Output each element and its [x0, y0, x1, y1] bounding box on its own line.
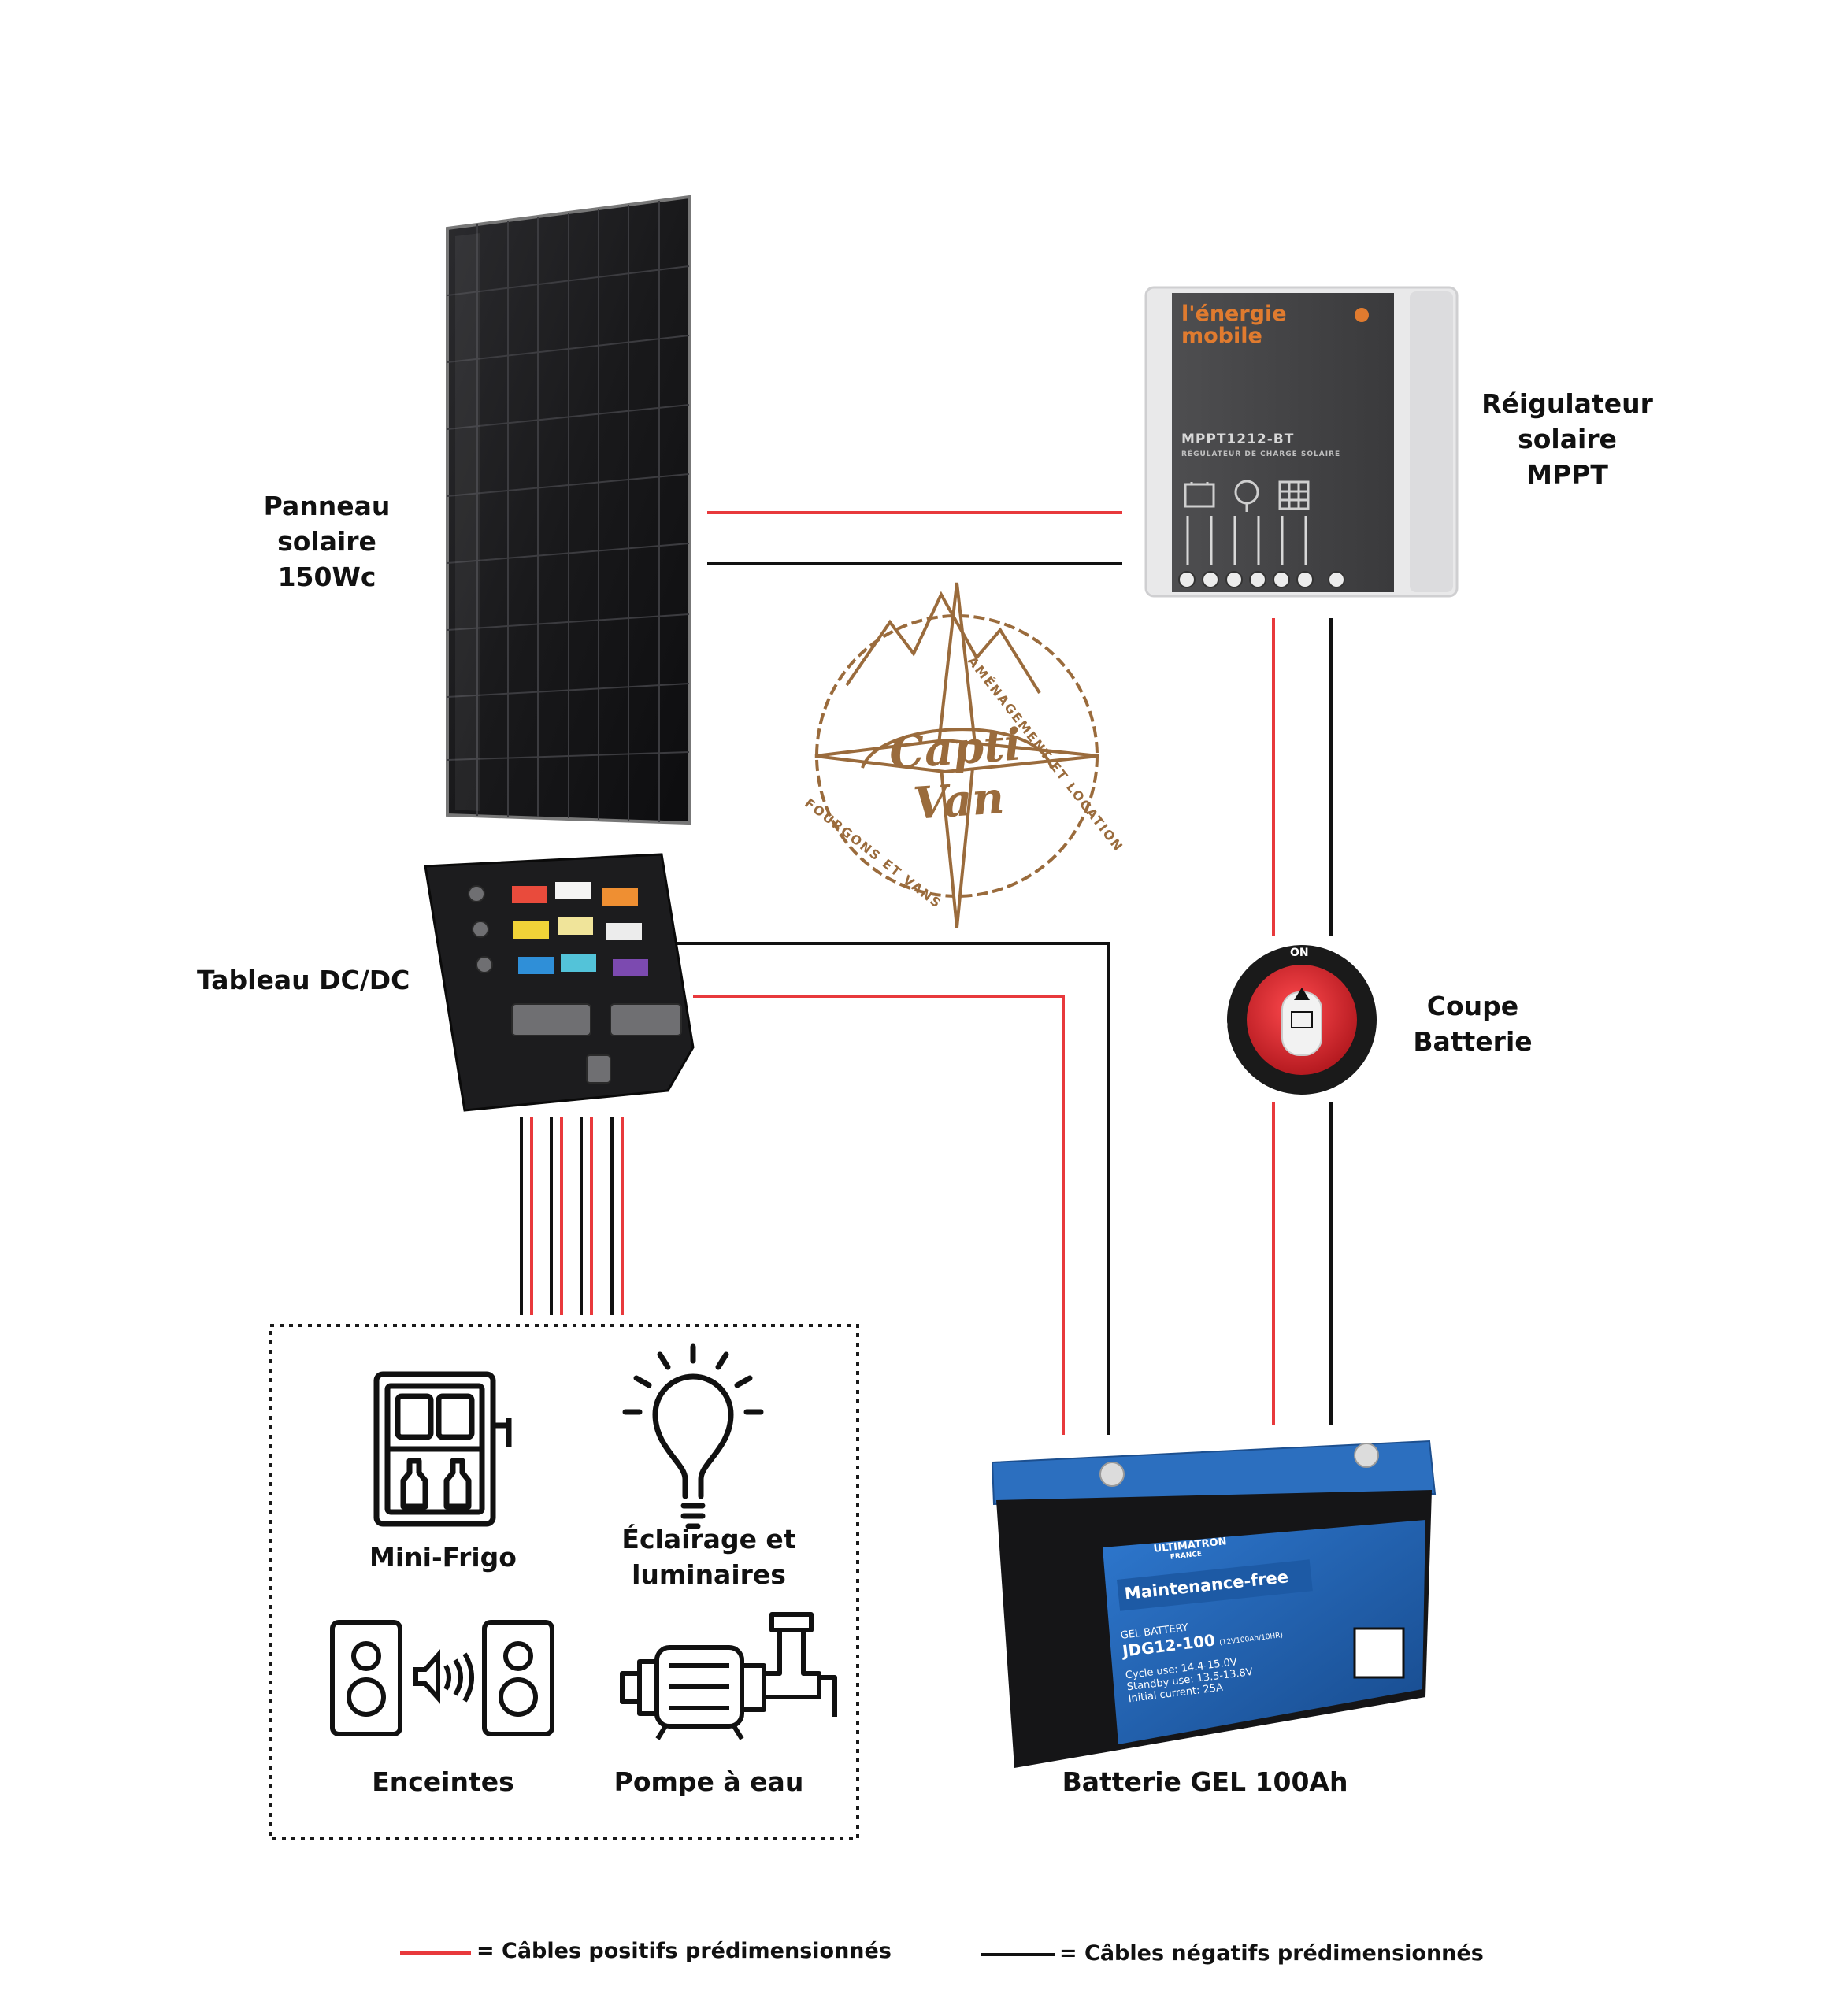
fuse-box-label: Tableau DC/DC [197, 962, 394, 998]
wire-fusebox-battery-negative [676, 943, 1109, 1435]
load-label-water-pump: Pompe à eau [602, 1764, 815, 1799]
water-pump-icon [622, 1614, 835, 1739]
battery-qr-code [1355, 1629, 1403, 1677]
load-label-fridge: Mini-Frigo [347, 1540, 539, 1575]
solar-panel-label: Panneau solaire 150Wc [248, 488, 406, 595]
load-label-speakers: Enceintes [347, 1764, 539, 1799]
regulator-subtitle: RÉGULATEUR DE CHARGE SOLAIRE [1181, 450, 1340, 458]
switch-on-label: ON [1290, 947, 1309, 959]
battery-switch-label: Coupe Batterie [1394, 988, 1552, 1059]
regulator-bluetooth-icon [1355, 308, 1369, 322]
speakers-icon [332, 1622, 552, 1734]
wires-fusebox-loads [521, 1117, 622, 1315]
solar-panel-image [447, 197, 689, 823]
fuse-box-image [425, 854, 693, 1110]
load-label-lighting: Éclairage et luminaires [591, 1521, 827, 1592]
battery-model-spec: (12V100Ah/10HR) [1219, 1632, 1284, 1647]
legend-negative-text: = Câbles négatifs prédimensionnés [1059, 1941, 1484, 1966]
regulator-brand: l'énergie mobile [1181, 303, 1323, 347]
switch-off-label: OFF [1216, 1020, 1229, 1044]
fuse-row [512, 882, 648, 976]
legend-positive-text: = Câbles positifs prédimensionnés [476, 1939, 892, 1963]
lightbulb-icon [625, 1347, 761, 1526]
regulator-label: Réigulateur solaire MPPT [1481, 386, 1654, 492]
battery-label: Batterie GEL 100Ah [1047, 1764, 1362, 1799]
battery-switch-image [1227, 945, 1377, 1095]
wire-fusebox-battery-positive [693, 996, 1063, 1435]
fridge-icon [376, 1374, 509, 1524]
regulator-model: MPPT1212-BT [1181, 432, 1294, 447]
gel-battery-image [992, 1441, 1435, 1768]
